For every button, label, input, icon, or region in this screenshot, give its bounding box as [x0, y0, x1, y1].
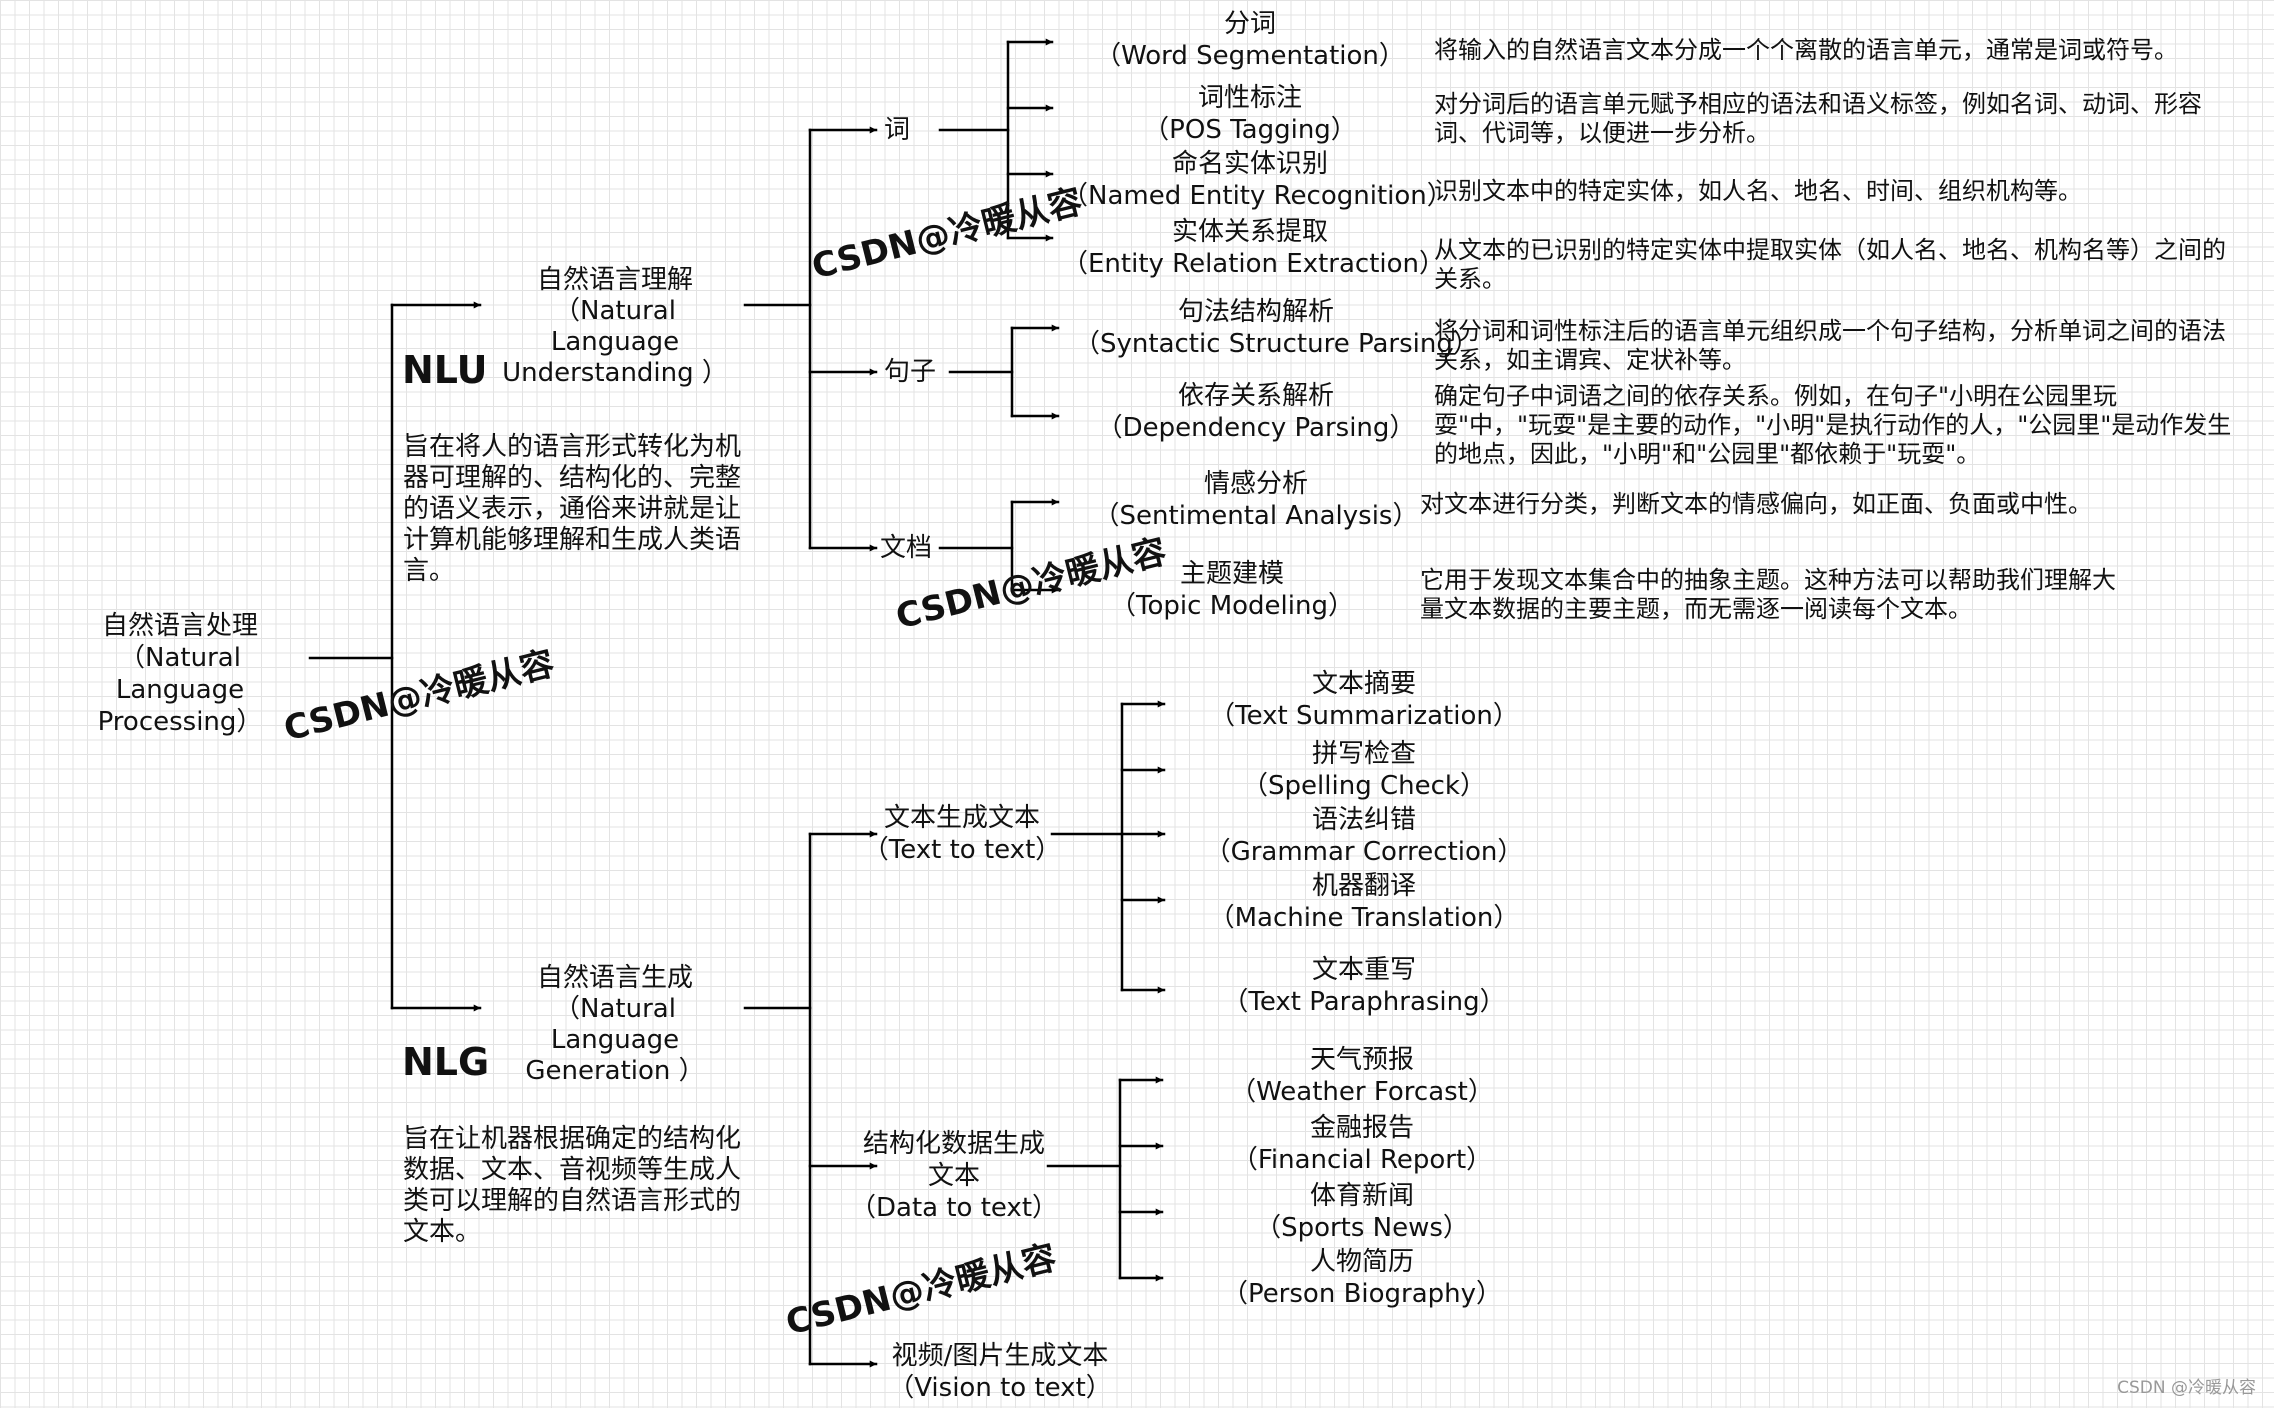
desc-entity-relation-extraction: 从文本的已识别的特定实体中提取实体（如人名、地名、机构名等）之间的关系。: [1434, 236, 2226, 293]
node-nlu-zh: 自然语言理解: [536, 265, 693, 295]
node-person-biography: 人物简历 （Person Biography）: [1221, 1247, 1503, 1309]
node-ci: 词: [884, 115, 911, 145]
node-nlg: 自然语言生成 （Natural Language Generation ）: [495, 962, 735, 1087]
node-wendang: 文档: [880, 533, 933, 563]
desc-sentimental-analysis: 对文本进行分类，判断文本的情感偏向，如正面、负面或中性。: [1420, 490, 2092, 518]
desc-pos-tagging: 对分词后的语言单元赋予相应的语法和语义标签，例如名词、动词、形容词、代词等，以便…: [1434, 90, 2202, 147]
nlu-description: 旨在将人的语言形式转化为机器可理解的、结构化的、完整的语义表示，通俗来讲就是让计…: [403, 432, 742, 586]
node-named-entity-recognition: 命名实体识别 （Named Entity Recognition）: [1062, 149, 1453, 211]
node-dependency-parsing: 依存关系解析 （Dependency Parsing）: [1096, 381, 1416, 443]
node-nlu: 自然语言理解 （Natural Language Understanding ）: [495, 264, 735, 389]
node-nlg-zh: 自然语言生成: [536, 963, 693, 993]
desc-named-entity-recognition: 识别文本中的特定实体，如人名、地名、时间、组织机构等。: [1434, 177, 2082, 205]
node-nlu-en: （Natural Language Understanding ）: [502, 296, 728, 388]
nlg-abbr: NLG: [402, 1040, 490, 1084]
watermark-3: CSDN@冷暖从容: [280, 643, 559, 750]
node-grammar-correction: 语法纠错 （Grammar Correction）: [1204, 805, 1524, 867]
credit-watermark: CSDN @冷暖从容: [2117, 1378, 2256, 1398]
nlg-description: 旨在让机器根据确定的结构化数据、文本、音视频等生成人类可以理解的自然语言形式的文…: [403, 1124, 742, 1247]
node-entity-relation-extraction: 实体关系提取 （Entity Relation Extraction）: [1062, 217, 1446, 279]
node-sentimental-analysis: 情感分析 （Sentimental Analysis）: [1093, 469, 1419, 531]
watermark-4: CSDN@冷暖从容: [782, 1237, 1061, 1344]
node-root-zh: 自然语言处理: [101, 611, 258, 641]
node-text-paraphrasing: 文本重写 （Text Paraphrasing）: [1222, 955, 1506, 1017]
node-financial-report: 金融报告 （Financial Report）: [1231, 1113, 1493, 1175]
node-spelling-check: 拼写检查 （Spelling Check）: [1242, 739, 1486, 801]
node-machine-translation: 机器翻译 （Machine Translation）: [1208, 871, 1520, 933]
nlu-abbr: NLU: [402, 348, 488, 392]
node-sports-news: 体育新闻 （Sports News）: [1255, 1181, 1469, 1243]
node-root: 自然语言处理 （Natural Language Processing）: [60, 610, 300, 738]
node-text-summarization: 文本摘要 （Text Summarization）: [1209, 669, 1519, 731]
node-data-to-text: 结构化数据生成 文本 （Data to text）: [849, 1129, 1059, 1223]
node-nlg-en: （Natural Language Generation ）: [525, 994, 705, 1086]
node-pos-tagging: 词性标注 （POS Tagging）: [1143, 83, 1357, 145]
node-text-to-text: 文本生成文本 （Text to text）: [862, 803, 1062, 865]
node-topic-modeling: 主题建模 （Topic Modeling）: [1110, 559, 1354, 621]
node-vision-to-text: 视频/图片生成文本 （Vision to text）: [888, 1341, 1112, 1403]
desc-syntactic-structure-parsing: 将分词和词性标注后的语言单元组织成一个句子结构，分析单词之间的语法关系，如主谓宾…: [1434, 317, 2226, 374]
node-word-segmentation: 分词 （Word Segmentation）: [1095, 9, 1405, 71]
node-root-en: （Natural Language Processing）: [97, 643, 263, 737]
desc-dependency-parsing: 确定句子中词语之间的依存关系。例如，在句子"小明在公园里玩耍"中，"玩耍"是主要…: [1434, 382, 2232, 468]
node-syntactic-structure-parsing: 句法结构解析 （Syntactic Structure Parsing）: [1074, 297, 1479, 359]
watermark-1: CSDN@冷暖从容: [808, 181, 1087, 288]
desc-word-segmentation: 将输入的自然语言文本分成一个个离散的语言单元，通常是词或符号。: [1434, 36, 2178, 64]
node-weather-forecast: 天气预报 （Weather Forcast）: [1230, 1045, 1494, 1107]
desc-topic-modeling: 它用于发现文本集合中的抽象主题。这种方法可以帮助我们理解大量文本数据的主要主题，…: [1420, 566, 2116, 623]
node-juzi: 句子: [884, 357, 937, 387]
